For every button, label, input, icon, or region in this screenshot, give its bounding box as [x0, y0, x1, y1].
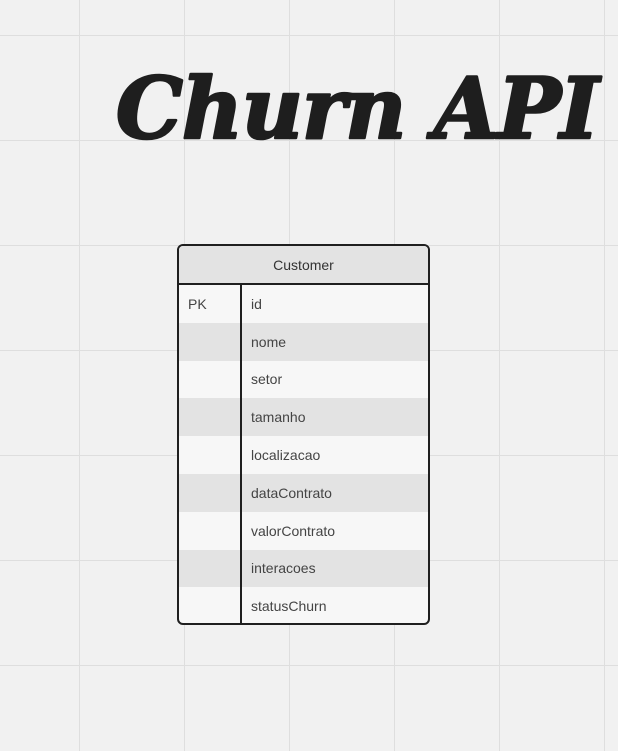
field-key: PK [188, 295, 207, 312]
field-name: localizacao [251, 447, 321, 464]
field-row[interactable]: valorContrato [179, 512, 428, 550]
field-name: id [251, 295, 262, 312]
entity-fields: PK id nome setor tamanho localizacao [179, 285, 428, 623]
field-row[interactable]: PK id [179, 285, 428, 323]
field-name: statusChurn [251, 598, 327, 615]
field-name: setor [251, 371, 283, 388]
field-row[interactable]: statusChurn [179, 587, 428, 623]
field-row[interactable]: localizacao [179, 436, 428, 474]
field-row[interactable]: dataContrato [179, 473, 428, 512]
field-row[interactable]: nome [179, 322, 428, 361]
key-column-divider [240, 285, 242, 623]
customer-entity-table[interactable]: Customer PK id nome setor tamanho locali [177, 244, 430, 625]
field-name: nome [251, 333, 287, 350]
field-name: interacoes [251, 560, 316, 577]
field-name: tamanho [251, 409, 306, 426]
board-title: Churn API [115, 58, 605, 160]
field-row[interactable]: tamanho [179, 398, 428, 437]
entity-name: Customer [179, 246, 428, 285]
field-row[interactable]: setor [179, 361, 428, 399]
field-row[interactable]: interacoes [179, 549, 428, 588]
board-title-text: Churn API [116, 59, 602, 158]
field-name: valorContrato [251, 522, 336, 539]
field-name: dataContrato [251, 484, 332, 501]
